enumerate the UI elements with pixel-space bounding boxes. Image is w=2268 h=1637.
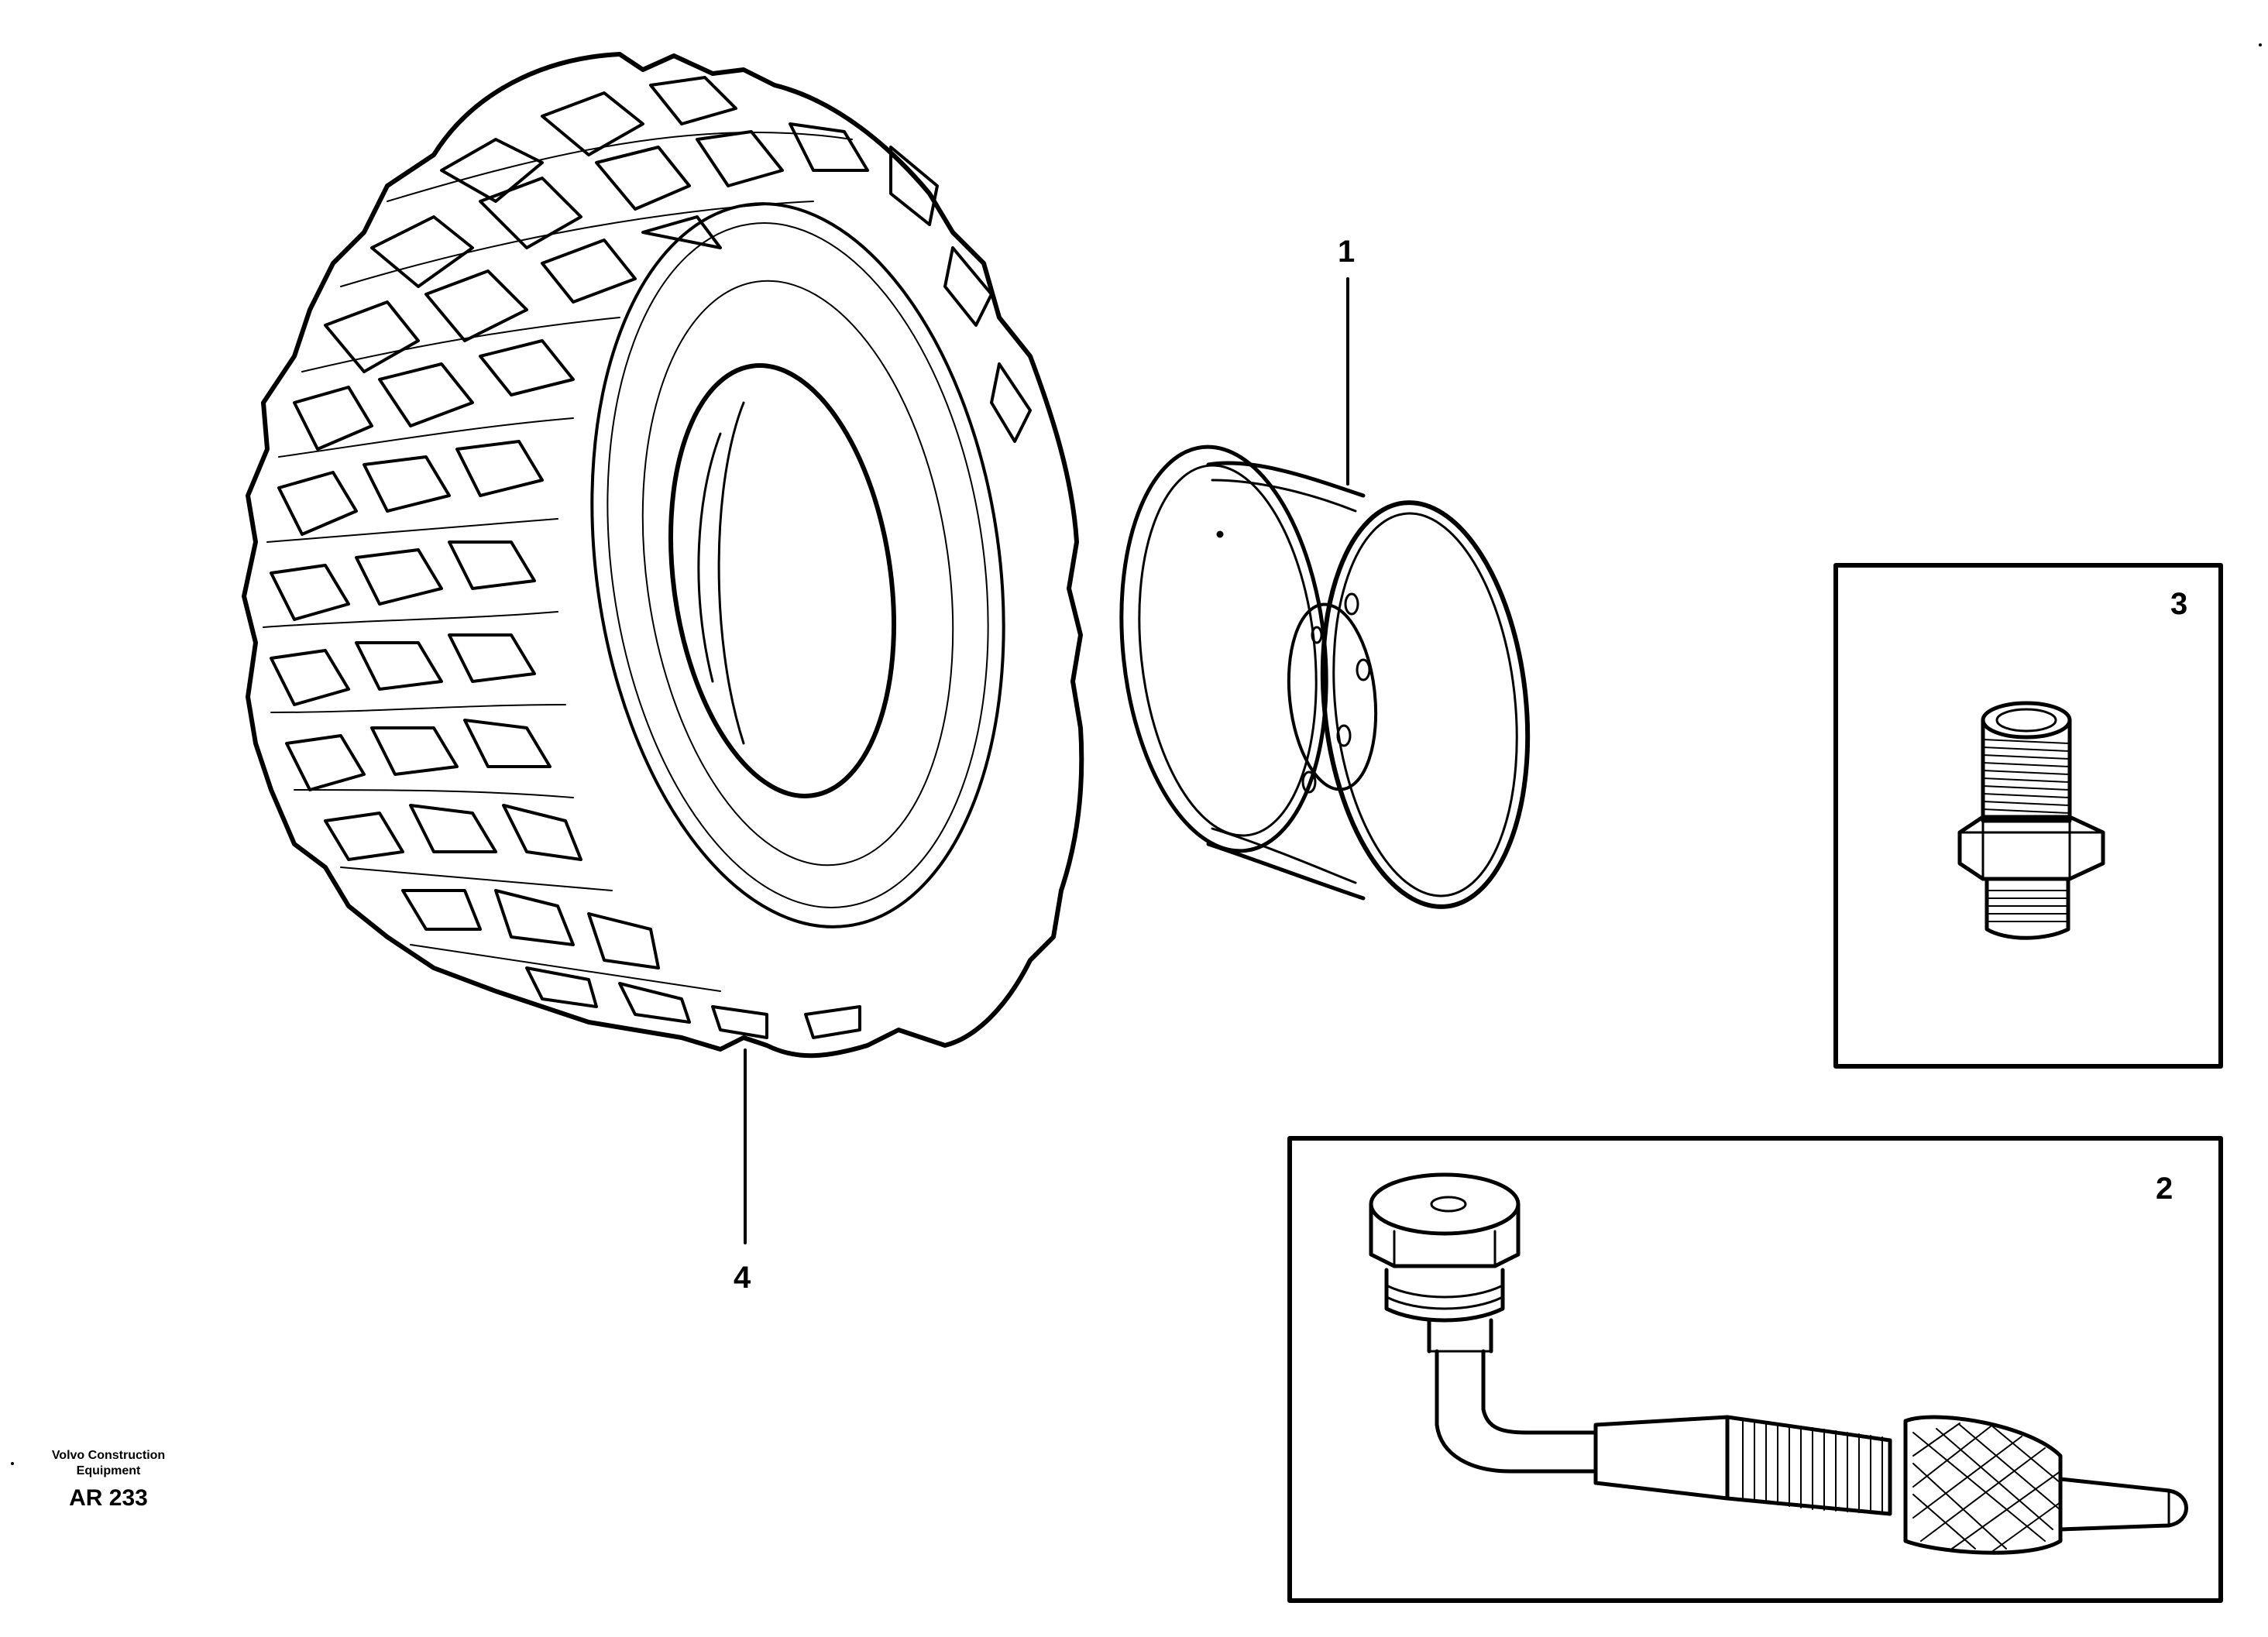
brand-line-1: Volvo Construction xyxy=(51,1449,166,1462)
drawing-code: AR 233 xyxy=(69,1485,148,1511)
inset-box-3 xyxy=(1833,563,2223,1069)
angled-valve-illustration xyxy=(1369,1172,2188,1555)
callout-1: 1 xyxy=(1338,235,1356,269)
valve-adapter-illustration xyxy=(1957,701,2105,940)
drawing-footer: Volvo Construction Equipment AR 233 xyxy=(31,1448,186,1512)
tyre-illustration xyxy=(242,52,1084,1059)
callout-4: 4 xyxy=(734,1261,751,1295)
inset-box-2 xyxy=(1287,1136,2223,1603)
callout-2: 2 xyxy=(2156,1172,2174,1206)
rim-illustration xyxy=(1119,444,1531,909)
brand-line-2: Equipment xyxy=(76,1464,141,1477)
callout-3: 3 xyxy=(2170,587,2188,621)
